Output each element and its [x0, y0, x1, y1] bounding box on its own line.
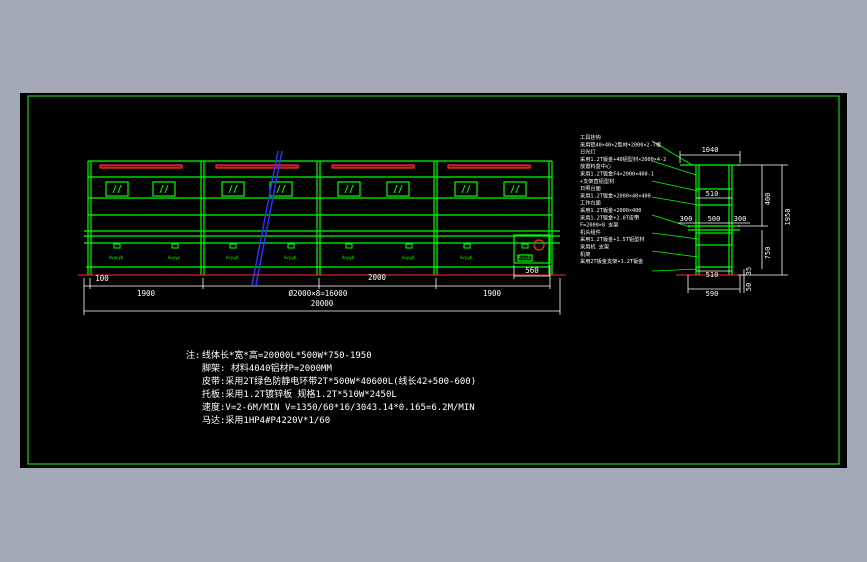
front-small-label: Avyyb	[226, 255, 239, 260]
note-line: 皮带:采用2T绿色防静电环带2T*500W*40600L(线长42+500-60…	[202, 375, 476, 387]
motor-circle	[533, 239, 545, 251]
drawing-frame	[27, 95, 840, 465]
callout-text: 机架	[580, 250, 590, 258]
note-line: 线体长*宽*高=20000L*500W*750-1950	[202, 349, 372, 361]
front-small-label: Auyyb	[518, 255, 531, 260]
front-small-label: Avyyb	[460, 255, 473, 260]
parts-bin	[503, 181, 527, 197]
dim-400: 400	[764, 193, 772, 206]
lamp-fixture	[331, 164, 415, 169]
dim-pitch: 2000	[368, 273, 387, 282]
front-view[interactable]	[84, 160, 560, 275]
callout-text: 采用铝40×40×2型材+2000×2-7根	[580, 140, 661, 148]
dim-total: 20000	[311, 299, 334, 308]
front-small-label: Anyyb	[342, 255, 355, 260]
dim-top-width: 1040	[702, 146, 719, 154]
callout-text: 工具挂钩	[580, 133, 601, 141]
notes: 注: 线体长*宽*高=20000L*500W*750-1950 脚架: 材料40…	[186, 349, 476, 426]
callout-leaders	[651, 140, 699, 272]
dim-left-end: 1900	[137, 289, 156, 298]
motor-box	[513, 234, 551, 264]
callout-text: 采用1.2T钣金×2000×400	[580, 206, 641, 214]
callout-text: 采用1.2T钣金F4×2000×400-1	[580, 170, 654, 178]
dim-300-left: 300	[680, 215, 693, 223]
callout-text: +支架直铝型材	[580, 177, 614, 185]
cad-model-space[interactable]: Avayyb Auyyu Avyyb Avyyb Anyyb Auyyb Avyyb Auyy…	[20, 93, 847, 468]
dim-shelf-510: 510	[706, 190, 719, 198]
callout-text: F=2000×8 支架	[580, 221, 618, 229]
lamp-fixture	[447, 164, 531, 169]
bin-glyphs	[112, 184, 520, 194]
side-callouts: 工具挂钩采用铝40×40×2型材+2000×2-7根日光灯采用1.2T钣金+40…	[580, 133, 666, 265]
parts-bin	[221, 181, 245, 197]
dim-35: 35	[745, 267, 753, 275]
front-small-label: Avayyb	[109, 255, 124, 260]
parts-bin	[152, 181, 176, 197]
dim-500: 500	[708, 215, 721, 223]
callout-text: 机头组件	[580, 228, 601, 236]
dim-1950: 1950	[784, 209, 792, 226]
note-line: 速度:V=2-6M/MIN V=1350/60*16/3043.14*0.165…	[202, 401, 475, 413]
callout-text: 采用1.2T钣金+40铝型材×2000×4-2	[580, 155, 666, 163]
motor-panel	[517, 254, 533, 262]
note-line: 马达:采用1HP4#P4220V*1/60	[202, 414, 330, 426]
dim-middle: Ø2000×8=16000	[289, 289, 348, 298]
callout-text: 放置料盒中心	[580, 162, 611, 170]
callout-text: 采用机 支架	[580, 243, 609, 251]
front-small-label: Auyyu	[168, 255, 181, 260]
socket-boxes	[113, 243, 529, 249]
dim-750: 750	[764, 247, 772, 260]
front-small-label: Auyyb	[402, 255, 415, 260]
note-line: 脚架: 材料4040铝材P=2000MM	[202, 362, 332, 374]
dim-motor-box: 560	[525, 266, 539, 275]
callout-text: 日照台面	[580, 184, 601, 192]
notes-prefix: 注:	[186, 349, 200, 361]
side-view[interactable]	[651, 140, 740, 275]
side-belt	[695, 232, 733, 246]
front-dimensions	[83, 265, 561, 315]
dim-base-590: 590	[706, 290, 719, 298]
dim-left-offset: 100	[95, 274, 109, 283]
callout-text: 工作台面	[580, 199, 601, 207]
note-line: 托板:采用1.2T镀锌板 规格1.2T*510W*2450L	[202, 388, 397, 400]
dim-bottom-510: 510	[706, 271, 719, 279]
callout-text: 采用2T钣金支架+1.2T钣金	[580, 257, 644, 265]
parts-bin	[337, 181, 361, 197]
parts-bin	[386, 181, 410, 197]
callout-text: 日光灯	[580, 148, 596, 156]
front-small-label: Avyyb	[284, 255, 297, 260]
callout-text: 采用1.2T钣金×2000×40×400	[580, 191, 651, 199]
lamp-fixture	[215, 164, 299, 169]
dim-50: 50	[745, 283, 753, 291]
parts-bin	[105, 181, 129, 197]
callout-text: 采用1.2T钣金+1.5T铝型材	[580, 235, 644, 243]
lamp-fixture	[99, 164, 183, 169]
side-dimensions	[678, 151, 788, 293]
break-line	[251, 150, 283, 286]
parts-bin	[454, 181, 478, 197]
drawing-svg[interactable]: Avayyb Auyyu Avyyb Avyyb Anyyb Auyyb Avyyb Auyy…	[20, 93, 847, 468]
dim-300-right: 300	[734, 215, 747, 223]
front-small-labels: Avayyb Auyyu Avyyb Avyyb Anyyb Auyyb Avyyb Auyy…	[109, 255, 531, 260]
dim-right-end: 1900	[483, 289, 502, 298]
callout-text: 采用1.2T钣金+2.0T皮带	[580, 213, 639, 221]
